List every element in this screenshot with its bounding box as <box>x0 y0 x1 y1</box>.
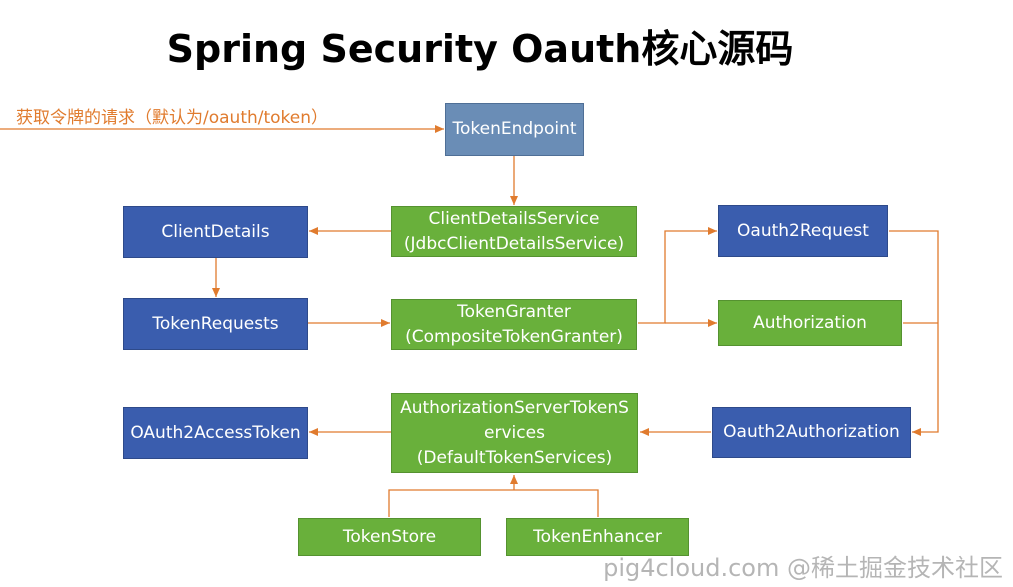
arrow-tokenstore-to-services <box>388 489 514 517</box>
services-line1: AuthorizationServerTokenS <box>400 397 629 418</box>
oauth2-request-box: Oauth2Request <box>718 205 888 257</box>
token-requests-box: TokenRequests <box>123 298 308 350</box>
services-line3: (DefaultTokenServices) <box>416 447 613 468</box>
request-label: 获取令牌的请求（默认为/oauth/token） <box>16 108 329 128</box>
granter-line2: (CompositeTokenGranter) <box>405 326 623 347</box>
watermark: pig4cloud.com @稀土掘金技术社区 <box>603 554 1003 582</box>
token-enhancer-box: TokenEnhancer <box>506 518 689 556</box>
token-enhancer-label: TokenEnhancer <box>533 526 662 547</box>
token-store-box: TokenStore <box>298 518 481 556</box>
page-title: Spring Security Oauth核心源码 <box>166 27 794 71</box>
authorization-label: Authorization <box>753 312 867 333</box>
oauth2-access-token-box: OAuth2AccessToken <box>123 407 308 459</box>
token-requests-label: TokenRequests <box>152 313 279 334</box>
arrow-granter-to-oauth2request <box>638 227 717 324</box>
authorization-box: Authorization <box>718 300 902 346</box>
token-endpoint-box: TokenEndpoint <box>445 103 584 156</box>
arrow-oauth2request-merge <box>889 230 939 436</box>
oauth2-request-label: Oauth2Request <box>737 220 869 241</box>
oauth2-authorization-label: Oauth2Authorization <box>723 422 900 442</box>
client-details-service-box: ClientDetailsService (JdbcClientDetailsS… <box>391 206 637 257</box>
oauth2-authorization-box: Oauth2Authorization <box>712 407 911 458</box>
token-granter-box: TokenGranter (CompositeTokenGranter) <box>391 299 637 350</box>
granter-line1: TokenGranter <box>457 301 571 322</box>
token-store-label: TokenStore <box>342 526 437 547</box>
oauth2-access-token-label: OAuth2AccessToken <box>130 422 301 443</box>
client-details-label: ClientDetails <box>161 221 270 242</box>
token-services-box: AuthorizationServerTokenS ervices (Defau… <box>391 393 638 473</box>
arrow-tokenenhancer-to-services <box>514 489 599 517</box>
token-endpoint-label: TokenEndpoint <box>452 119 577 139</box>
client-details-box: ClientDetails <box>123 206 308 258</box>
services-line2: ervices <box>484 422 545 443</box>
cds-line1: ClientDetailsService <box>428 208 600 229</box>
cds-line2: (JdbcClientDetailsService) <box>403 233 625 254</box>
